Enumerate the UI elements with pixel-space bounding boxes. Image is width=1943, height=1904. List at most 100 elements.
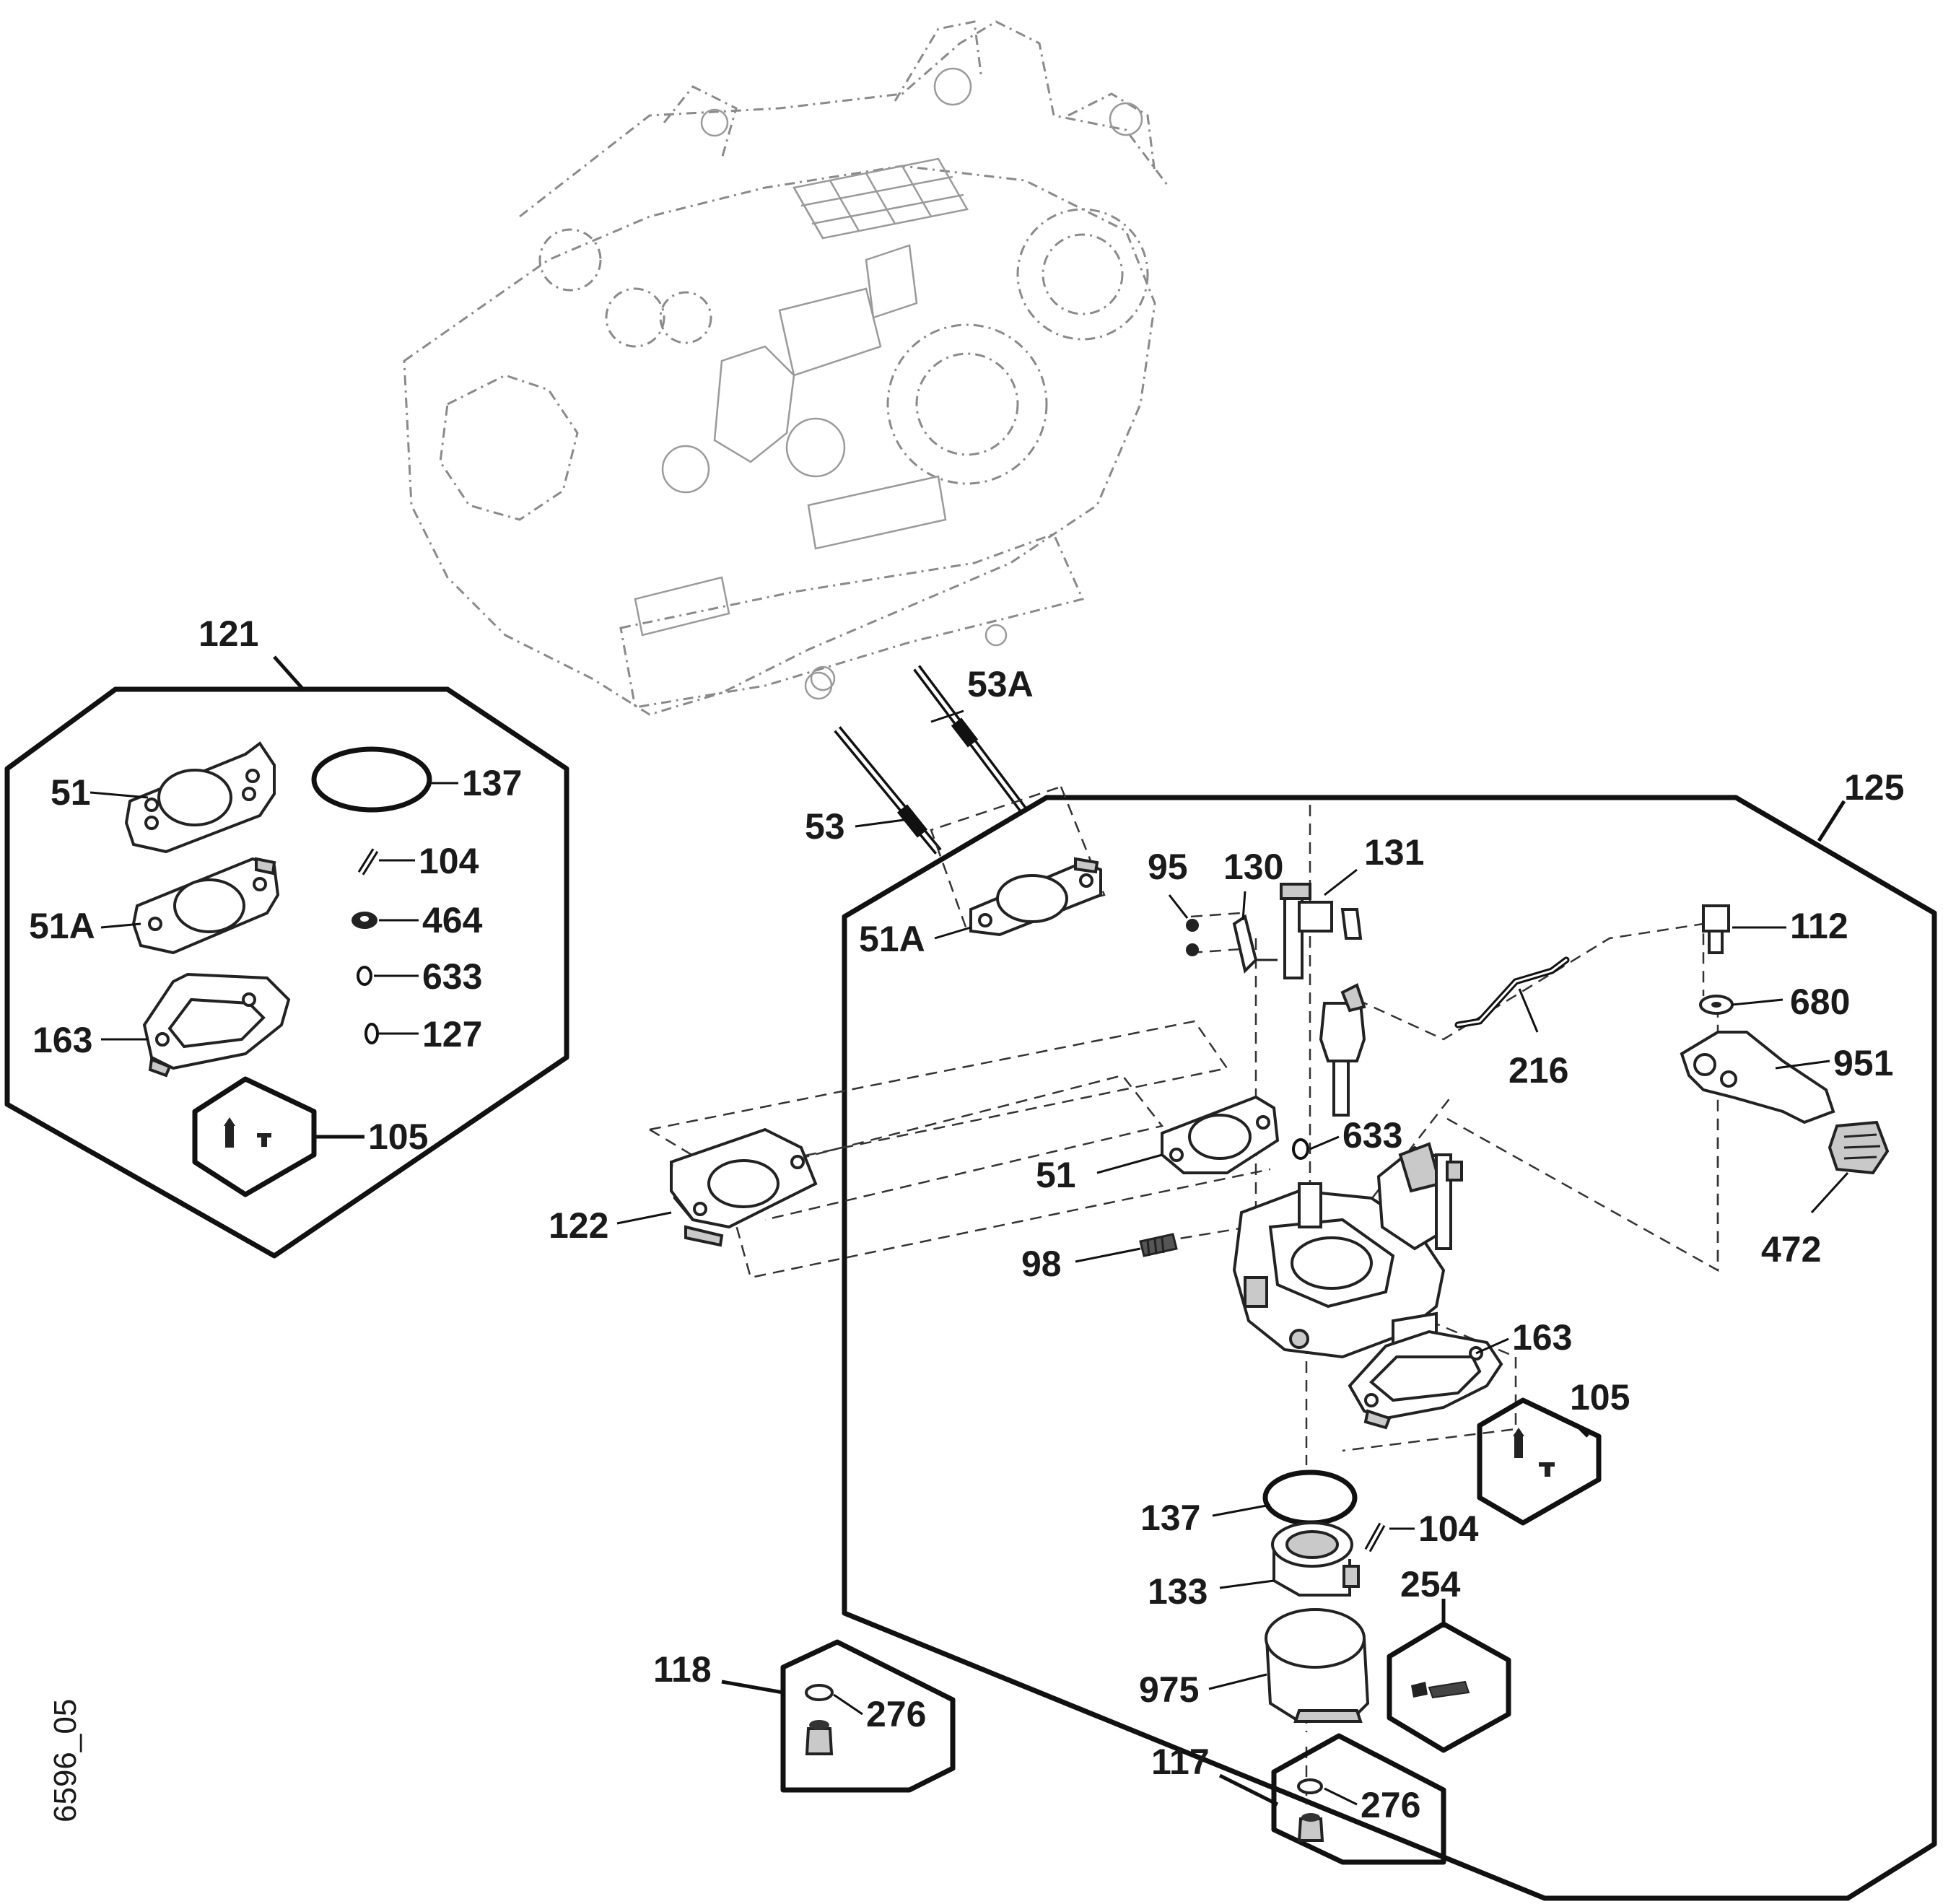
label-104-kit: 104 xyxy=(419,841,479,881)
screw-254 xyxy=(1411,1680,1470,1699)
label-51-kit: 51 xyxy=(51,772,91,813)
gasket-51-kit xyxy=(124,741,276,854)
leader-163-main xyxy=(1475,1337,1509,1355)
leader-472 xyxy=(1810,1171,1849,1214)
o-ring-127-kit xyxy=(364,1023,379,1044)
label-122: 122 xyxy=(549,1205,608,1246)
label-53a: 53A xyxy=(967,664,1034,704)
kit-118-outline xyxy=(780,1639,956,1793)
label-276-118: 276 xyxy=(866,1694,926,1734)
screw-98 xyxy=(1139,1233,1178,1257)
o-ring-633-main xyxy=(1292,1138,1309,1160)
leader-51a-kit xyxy=(100,922,141,929)
label-kit-121: 121 xyxy=(198,613,258,654)
label-163-main: 163 xyxy=(1512,1317,1572,1358)
screws-95 xyxy=(1186,919,1199,956)
o-ring-137-kit xyxy=(311,746,432,813)
kit-125-leader xyxy=(1817,800,1846,842)
jet-105-a xyxy=(224,1117,271,1148)
kit-121-leader xyxy=(273,655,305,691)
label-kit-105-a: 105 xyxy=(368,1117,428,1157)
drain-screw-117 xyxy=(1297,1778,1324,1842)
drain-screw-118 xyxy=(805,1684,834,1755)
gasket-51a-kit xyxy=(131,857,280,955)
leader-951 xyxy=(1775,1060,1830,1070)
label-276-117: 276 xyxy=(1361,1785,1420,1825)
label-130: 130 xyxy=(1223,847,1283,887)
kit-105-inner-a xyxy=(192,1076,317,1197)
label-951: 951 xyxy=(1833,1043,1893,1083)
label-kit-254: 254 xyxy=(1400,1564,1461,1604)
kit-117-outline xyxy=(1271,1733,1446,1865)
leader-276-118 xyxy=(833,1693,863,1716)
label-kit-105-b: 105 xyxy=(1570,1377,1630,1418)
choke-plate-130 xyxy=(1232,914,1278,974)
float-133 xyxy=(1271,1521,1360,1597)
kit-117-leader xyxy=(1218,1773,1279,1807)
gasket-163-main xyxy=(1348,1329,1503,1430)
leader-53a xyxy=(930,709,964,723)
label-633-kit: 633 xyxy=(422,956,482,997)
bushing-472 xyxy=(1828,1120,1890,1175)
gasket-51-main xyxy=(1161,1095,1280,1174)
label-51a-kit: 51A xyxy=(29,906,95,946)
label-137-kit: 137 xyxy=(462,763,522,803)
stud-53 xyxy=(834,726,942,855)
leader-216 xyxy=(1518,988,1539,1033)
leader-51-main xyxy=(1096,1153,1163,1174)
leader-95 xyxy=(1168,894,1189,919)
leader-131 xyxy=(1324,868,1358,896)
assembly-lines xyxy=(649,785,1719,1804)
label-464-kit: 464 xyxy=(422,900,483,940)
label-133: 133 xyxy=(1148,1571,1208,1612)
spacer-122 xyxy=(669,1127,818,1247)
label-51a-main: 51A xyxy=(859,919,925,959)
choke-shaft-131 xyxy=(1280,883,1363,979)
float-bowl-975 xyxy=(1265,1608,1370,1723)
label-137-main: 137 xyxy=(1140,1498,1200,1538)
kit-125-outline xyxy=(842,795,1937,1901)
gasket-163-kit xyxy=(142,972,291,1078)
label-633-main: 633 xyxy=(1342,1115,1402,1156)
label-216: 216 xyxy=(1508,1050,1568,1091)
kit-105-b-leader xyxy=(1576,1424,1589,1438)
label-127-kit: 127 xyxy=(422,1014,482,1054)
bolt-112 xyxy=(1702,904,1730,954)
washer-680 xyxy=(1699,995,1734,1015)
throttle-shaft xyxy=(1319,983,1366,1117)
diagram-code: 6596_05 xyxy=(48,1699,83,1822)
link-rod-216 xyxy=(1454,956,1570,1029)
leader-133 xyxy=(1219,1579,1275,1589)
leader-53 xyxy=(855,818,910,828)
governor-lever-951 xyxy=(1680,1031,1835,1125)
label-472: 472 xyxy=(1761,1229,1821,1270)
leader-130 xyxy=(1241,891,1246,921)
leader-137-main xyxy=(1212,1503,1271,1517)
label-163-kit: 163 xyxy=(32,1020,92,1060)
leader-975 xyxy=(1208,1673,1267,1690)
label-51-main: 51 xyxy=(1036,1155,1076,1195)
leader-680 xyxy=(1732,998,1783,1006)
label-131: 131 xyxy=(1364,832,1424,873)
label-kit-118: 118 xyxy=(653,1649,712,1690)
label-112: 112 xyxy=(1790,906,1848,946)
label-kit-125: 125 xyxy=(1844,767,1904,808)
leader-98 xyxy=(1075,1247,1141,1263)
label-98: 98 xyxy=(1021,1244,1062,1284)
leader-51-kit xyxy=(89,791,149,799)
gasket-51a-main xyxy=(969,857,1102,937)
label-kit-117: 117 xyxy=(1151,1742,1210,1782)
jet-105-b xyxy=(1513,1428,1555,1477)
engine-block-phantom xyxy=(403,20,1171,716)
leader-122 xyxy=(616,1211,672,1225)
kit-121-outline xyxy=(4,686,569,1259)
label-975: 975 xyxy=(1139,1669,1199,1710)
kit-105-inner-b xyxy=(1477,1397,1602,1526)
stud-53a xyxy=(913,665,1029,815)
label-53: 53 xyxy=(805,806,845,847)
leader-51a-main xyxy=(934,926,972,940)
pin-104-kit xyxy=(357,848,379,875)
washer-464-kit xyxy=(352,912,377,929)
leader-633-main xyxy=(1309,1135,1340,1150)
